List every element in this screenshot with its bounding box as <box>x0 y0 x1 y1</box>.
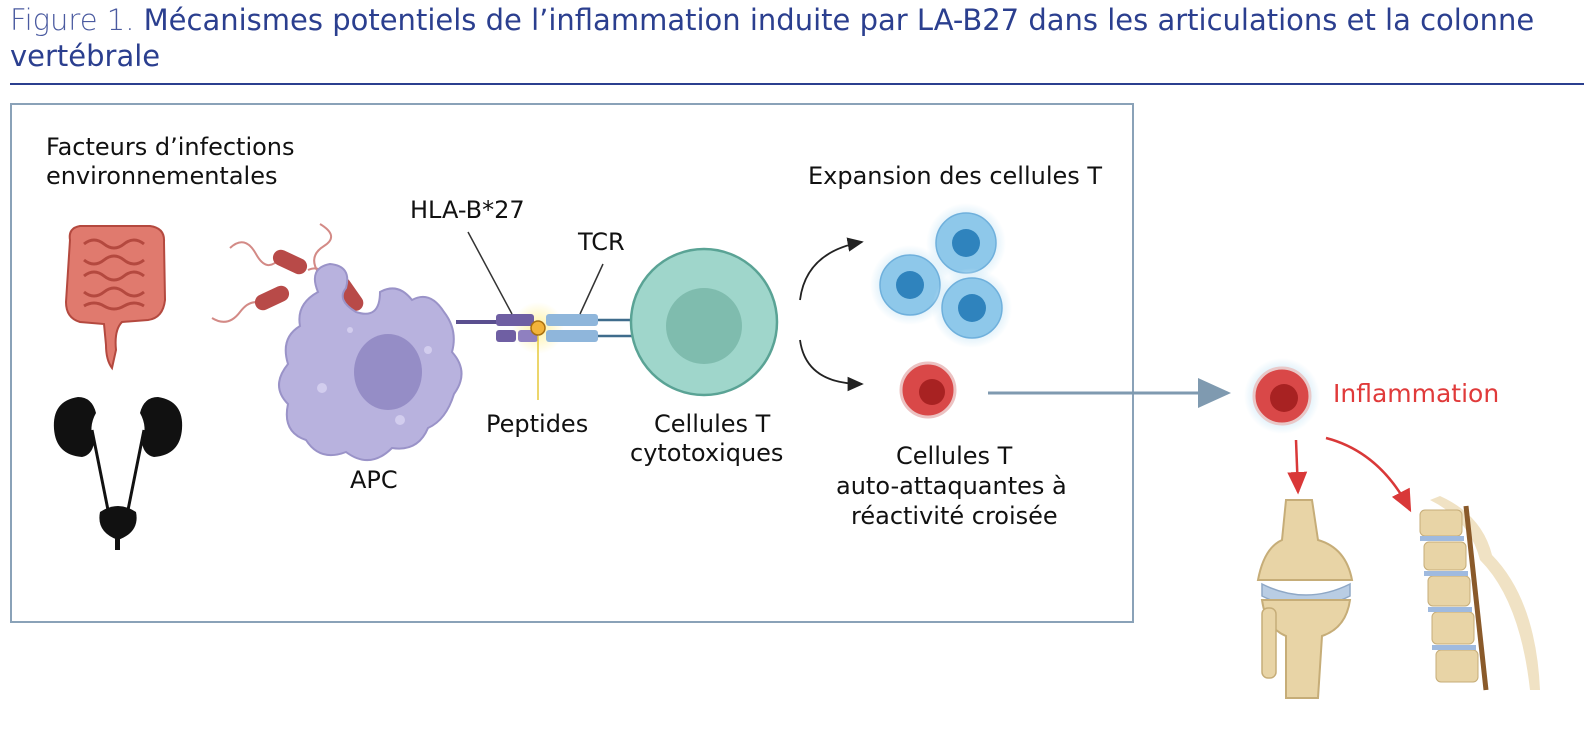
autoreactive-label-line1: Cellules T <box>896 442 1013 470</box>
autoreactive-arrow <box>799 339 864 392</box>
spine-icon <box>1419 496 1540 691</box>
autoreactive-label-line2: auto-attaquantes à <box>836 472 1067 500</box>
expanded-t-cells <box>870 203 1012 348</box>
inflammation-label: Inflammation <box>1333 379 1499 408</box>
urinary-system-icon <box>53 397 183 550</box>
expansion-label: Expansion des cellules T <box>808 162 1102 190</box>
spine-arrow <box>1325 436 1412 513</box>
expansion-arrow <box>799 237 864 301</box>
intestine-icon <box>64 225 167 371</box>
joint-arrow <box>1287 439 1308 495</box>
figure-title-text: Mécanismes potentiels de l’inflammation … <box>10 3 1535 73</box>
cytotoxic-label-line2: cytotoxiques <box>630 439 783 467</box>
hla-tcr-complex <box>456 231 646 400</box>
figure-title: Figure 1. Mécanismes potentiels de l’inf… <box>10 2 1584 74</box>
environment-label-line1: Facteurs d’infections <box>46 133 295 161</box>
knee-joint-icon <box>1256 499 1354 699</box>
environment-label-line2: environnementales <box>46 162 277 190</box>
cytotoxic-t-cell <box>629 247 779 397</box>
title-rule <box>10 83 1584 85</box>
autoreactive-label-line3: réactivité croisée <box>851 502 1058 530</box>
panel-frame <box>10 103 1134 623</box>
hla-label: HLA-B*27 <box>410 196 525 224</box>
apc-label: APC <box>350 466 398 494</box>
tcr-label: TCR <box>577 228 625 256</box>
inflammation-t-cell <box>1244 358 1320 434</box>
figure-header: Figure 1. Mécanismes potentiels de l’inf… <box>10 2 1584 74</box>
cytotoxic-label-line1: Cellules T <box>654 410 771 438</box>
apc-cell <box>278 262 463 461</box>
figure-number: Figure 1. <box>10 3 135 37</box>
peptides-label: Peptides <box>486 410 588 438</box>
autoreactive-t-cell <box>899 361 957 419</box>
